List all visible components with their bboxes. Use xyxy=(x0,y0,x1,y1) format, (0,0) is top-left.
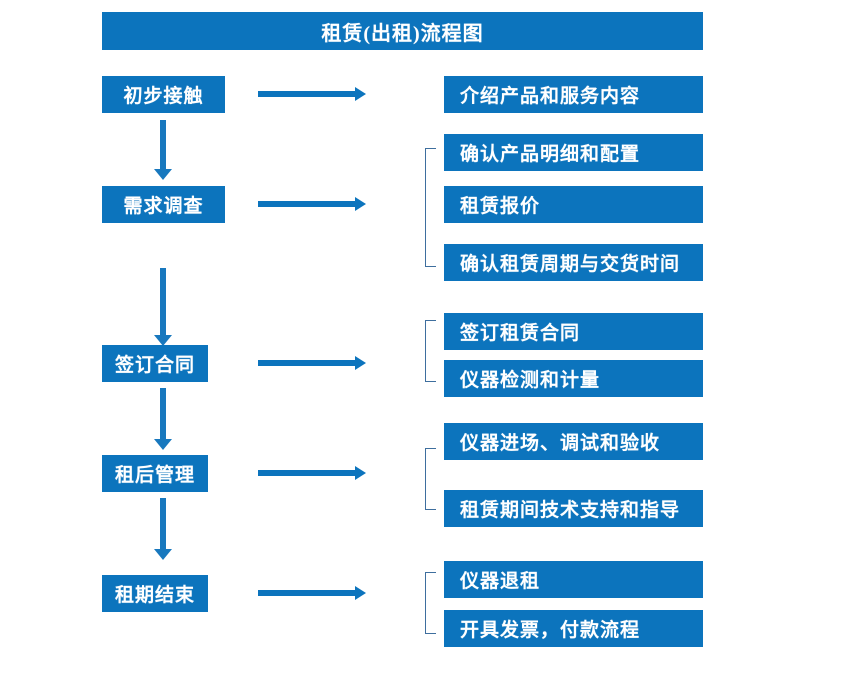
task-box-4-1[interactable]: 仪器进场、调试和验收 xyxy=(444,423,703,460)
square-bracket-icon-5 xyxy=(425,572,436,634)
task-box-2-1[interactable]: 确认产品明细和配置 xyxy=(444,134,703,171)
arrow-down-icon-2 xyxy=(154,268,172,346)
task-box-3-2[interactable]: 仪器检测和计量 xyxy=(444,360,703,397)
arrow-right-icon-4 xyxy=(258,466,366,480)
arrow-right-icon-2 xyxy=(258,197,366,211)
task-box-2-3[interactable]: 确认租赁周期与交货时间 xyxy=(444,244,703,281)
stage-box-4[interactable]: 租后管理 xyxy=(102,455,208,492)
arrow-down-icon-3 xyxy=(154,388,172,450)
arrow-right-icon-3 xyxy=(258,356,366,370)
square-bracket-icon-4 xyxy=(425,448,436,510)
stage-box-1[interactable]: 初步接触 xyxy=(102,76,225,113)
stage-box-5[interactable]: 租期结束 xyxy=(102,575,208,612)
task-box-5-1[interactable]: 仪器退租 xyxy=(444,561,703,598)
arrow-down-icon-4 xyxy=(154,498,172,560)
task-box-2-2[interactable]: 租赁报价 xyxy=(444,186,703,223)
stage-box-3[interactable]: 签订合同 xyxy=(102,345,208,382)
stage-box-2[interactable]: 需求调查 xyxy=(102,186,225,223)
task-box-4-2[interactable]: 租赁期间技术支持和指导 xyxy=(444,490,703,527)
diagram-title: 租赁(出租)流程图 xyxy=(102,12,703,50)
arrow-down-icon-1 xyxy=(154,120,172,180)
task-box-3-1[interactable]: 签订租赁合同 xyxy=(444,313,703,350)
arrow-right-icon-5 xyxy=(258,586,366,600)
task-box-5-2[interactable]: 开具发票，付款流程 xyxy=(444,610,703,647)
task-box-1-1[interactable]: 介绍产品和服务内容 xyxy=(444,76,703,113)
arrow-right-icon-1 xyxy=(258,87,366,101)
square-bracket-icon-2 xyxy=(425,148,436,267)
square-bracket-icon-3 xyxy=(425,320,436,382)
